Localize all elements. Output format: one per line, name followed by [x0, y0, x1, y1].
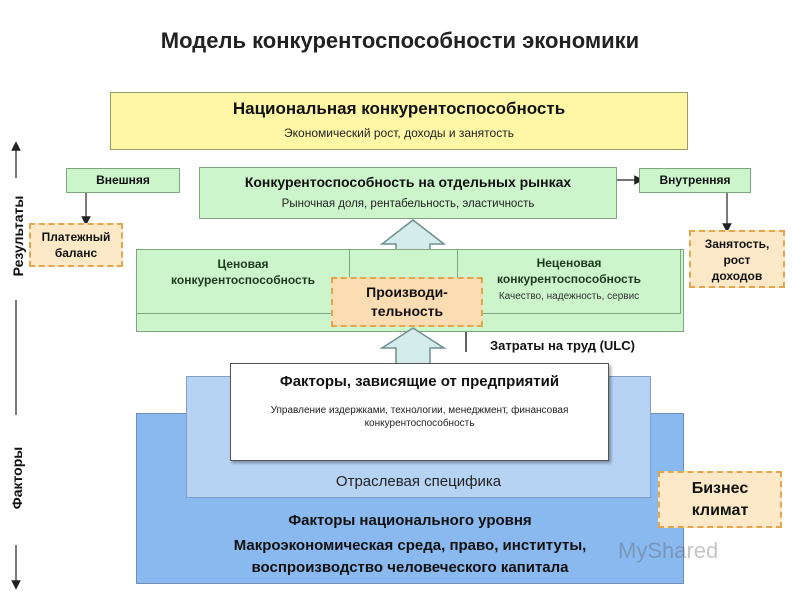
side-label-factors: Факторы: [9, 446, 25, 510]
national-factors-title: Факторы национального уровня: [288, 512, 532, 529]
national-factors-line1: Макроэкономическая среда, право, институ…: [233, 537, 587, 554]
industry-specifics-label: Отраслевая специфика: [335, 473, 502, 490]
nonprice-competitiveness-box: Неценовая конкурентоспособность Качество…: [457, 249, 681, 314]
nonprice-label: Неценовая конкурентоспособность: [497, 256, 641, 286]
page-title: Модель конкурентоспособности экономики: [160, 28, 640, 53]
side-label-results: Результаты: [10, 195, 26, 277]
watermark-logo: MyShared: [618, 538, 719, 563]
markets-competitiveness-box: Конкурентоспособность на отдельных рынка…: [199, 167, 617, 219]
national-factors-line2: воспроизводство человеческого капитала: [251, 559, 569, 576]
enterprise-subtitle: Управление издержками, технологии, менед…: [270, 405, 569, 429]
productivity-box: Производи-тельность: [331, 277, 483, 327]
business-climate-box: Бизнес климат: [658, 471, 782, 528]
national-subtitle: Экономический рост, доходы и занятость: [284, 126, 514, 140]
price-competitiveness-box: Ценовая конкурентоспособность: [136, 249, 350, 314]
payment-balance-box: Платежный баланс: [29, 223, 123, 267]
ulc-label: Затраты на труд (ULC): [490, 338, 635, 353]
internal-box: Внутренняя: [639, 168, 751, 193]
national-title: Национальная конкурентоспособность: [232, 99, 566, 118]
external-box: Внешняя: [66, 168, 180, 193]
markets-title: Конкурентоспособность на отдельных рынка…: [244, 174, 572, 190]
national-competitiveness-box: Национальная конкурентоспособность Эконо…: [110, 92, 688, 150]
enterprise-factors-box: Факторы, зависящие от предприятий Управл…: [230, 363, 609, 461]
enterprise-title: Факторы, зависящие от предприятий: [279, 373, 560, 390]
markets-subtitle: Рыночная доля, рентабельность, эластично…: [281, 198, 535, 210]
nonprice-subtitle: Качество, надежность, сервис: [498, 291, 640, 302]
employment-box: Занятость, рост доходов: [689, 230, 785, 288]
